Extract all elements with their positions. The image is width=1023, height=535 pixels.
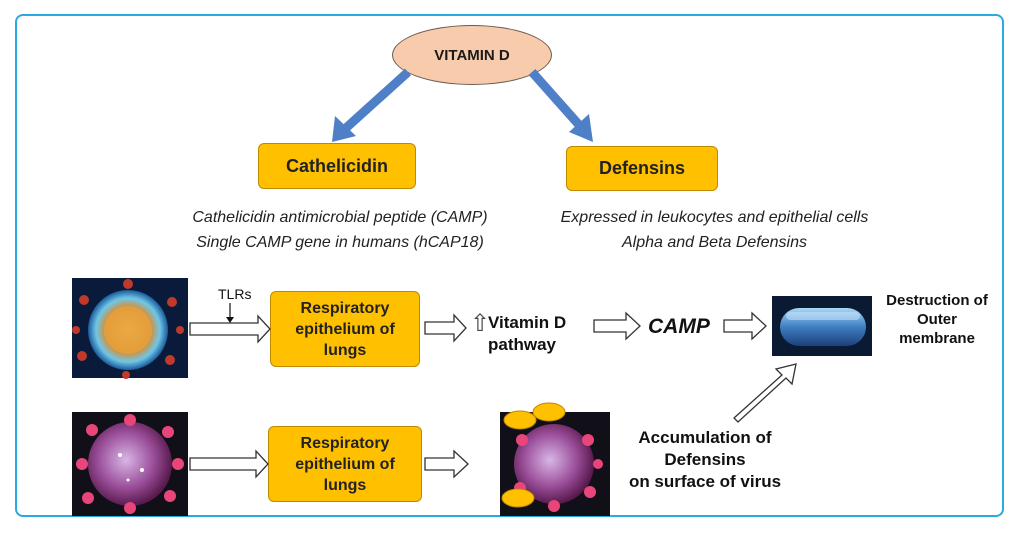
defensins-box: Defensins [566,146,718,191]
accumulation-label: Accumulation of Defensins on surface of … [610,427,800,493]
arrow-lungs-to-virus-2 [424,449,469,479]
covid-virus-image-1 [72,412,188,516]
defensins-description: Expressed in leukocytes and epithelial c… [522,205,907,255]
cathelicidin-label: Cathelicidin [285,155,388,176]
lung-box-2-line2: epithelium of [295,455,395,473]
respiratory-epithelium-box-2: Respiratory epithelium of lungs [268,426,422,502]
bacteria-image [772,296,872,356]
cathelicidin-box: Cathelicidin [258,143,416,189]
lung-box-2-line1: Respiratory [300,434,390,452]
arrow-virus-to-lungs-1 [189,314,271,344]
destruction-label: Destruction of Outer membrane [873,291,1001,348]
cathelicidin-desc-line2: Single CAMP gene in humans (hCAP18) [196,234,484,251]
arrow-defensins-to-bacteria [733,363,797,423]
camp-label: CAMP [648,315,710,338]
blue-arrow-right [528,69,593,142]
accumulation-line3: on surface of virus [628,472,782,491]
coronavirus-image-1 [72,278,188,379]
cathelicidin-desc-line1: Cathelicidin antimicrobial peptide (CAMP… [192,209,488,226]
up-arrow-icon: ⇧ [470,310,491,337]
vitamin-d-pathway-line2: pathway [488,335,557,354]
accumulation-line2: Defensins [664,450,746,469]
defensins-label: Defensins [598,158,686,178]
covid-virus-with-defensins-image [500,402,610,516]
vitamin-d-pathway-line1: Vitamin D [488,313,567,332]
lung-box-1-line2: epithelium of [295,320,395,338]
lung-box-1-line1: Respiratory [300,299,390,317]
defensins-desc-line1: Expressed in leukocytes and epithelial c… [560,209,869,226]
respiratory-epithelium-box-1: Respiratory epithelium of lungs [270,291,420,367]
destruction-line3: membrane [899,330,975,347]
arrow-virus-to-lungs-2 [189,449,269,479]
destruction-line1: Destruction of [886,292,988,309]
arrow-vitd-to-camp [593,311,641,341]
vitamin-d-pathway-label: Vitamin D pathway [488,312,566,356]
vitamin-d-node: VITAMIN D [392,25,552,85]
lung-box-2-line3: lungs [323,476,367,494]
defensins-desc-line2: Alpha and Beta Defensins [621,234,807,251]
tlrs-label: TLRs [218,286,252,302]
blue-arrow-left [332,68,412,142]
vitamin-d-label: VITAMIN D [434,46,510,64]
lung-box-1-line3: lungs [323,341,367,359]
accumulation-line1: Accumulation of [638,428,772,447]
arrow-lungs-to-vitd [424,313,467,343]
cathelicidin-description: Cathelicidin antimicrobial peptide (CAMP… [150,205,530,255]
arrow-camp-to-bacteria [723,311,767,341]
destruction-line2: Outer [916,311,957,328]
